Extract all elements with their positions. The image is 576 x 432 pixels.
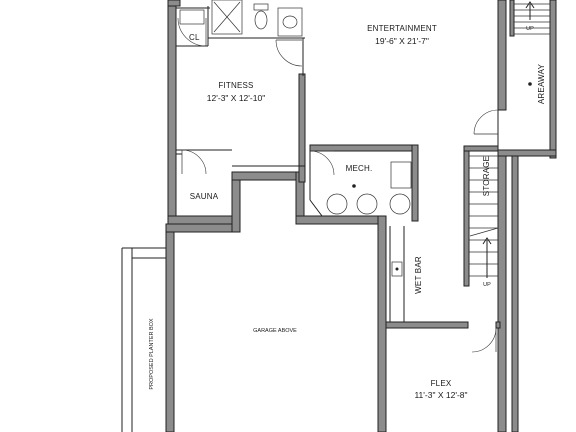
closet-label: CL [189,33,200,42]
door-flex [471,327,497,353]
fitness-dims: 12'-3" X 12'-10" [207,93,265,103]
toilet-tank [253,3,269,11]
wall-garage-left [165,225,175,432]
wall-garage-top-c [295,215,385,225]
walls [165,0,557,432]
vanity-sink [282,15,298,29]
wall-areaway-right [549,0,557,159]
door-closet [177,17,207,47]
sauna-label: SAUNA [190,192,219,201]
wet-bar-label: WET BAR [414,256,423,294]
wall-areaway-bottom [497,149,557,157]
door-mech [309,150,335,176]
wall-mech-top [309,144,419,152]
wall-garage-step-a [231,171,241,233]
areaway-label: AREAWAY [537,63,546,104]
wall-garage-right [377,215,387,432]
garage-label: GARAGE ABOVE [253,328,297,334]
furnace [390,161,412,189]
wall-storage-top [463,145,499,152]
wall-areaway-left [497,0,507,111]
labels: ENTERTAINMENT 19'-6" X 21'-7" CL FITNESS… [149,24,546,400]
wall-top-left [167,0,181,7]
water-heater-1 [326,193,348,215]
storage-label: STORAGE [482,156,491,196]
water-heater-2 [356,193,378,215]
entertainment-label: ENTERTAINMENT [367,24,437,33]
stairs-bottom-up-label: UP [483,282,491,288]
fitness-label: FITNESS [218,81,253,90]
wall-fitness-right [298,73,306,183]
fixtures [121,0,550,432]
door-sauna [181,149,207,175]
wall-flex-top [385,321,469,329]
water-heater-3 [389,193,411,215]
wall-garage-top-b [231,171,305,181]
vanity [277,7,303,37]
wall-areaway-mid [509,0,515,37]
wall-right-lower-b [511,149,519,432]
doors [177,17,499,353]
flex-label: FLEX [431,379,452,388]
wall-storage-left [463,145,470,287]
wall-flex-top-b [495,321,501,329]
mech-label: MECH. [346,164,373,173]
door-storage [473,109,499,135]
stairs-top-up-label: UP [526,26,534,32]
wall-left-fitness [167,0,177,225]
flex-dims: 11'-3" X 12'-8" [414,390,467,400]
wall-sauna-bottom [167,215,237,225]
wet-bar-sink [391,261,403,277]
shower [211,0,243,35]
door-fitness [275,39,303,67]
wall-garage-top-a [165,223,237,233]
wall-mech-right [411,144,419,222]
wall-right-lower [497,149,507,432]
toilet-bowl [254,10,268,30]
entertainment-dims: 19'-6" X 21'-7" [375,36,429,46]
planter-label: PROPOSED PLANTER BOX [149,318,155,390]
